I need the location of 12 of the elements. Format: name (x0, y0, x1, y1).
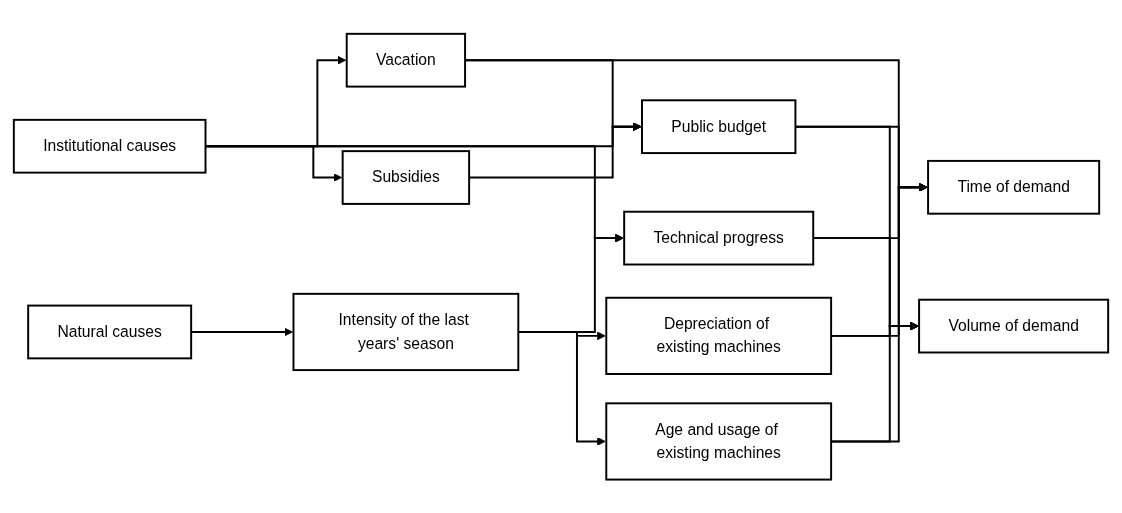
node-box: Age and usage of existing machines (605, 402, 833, 481)
node-box: Vacation (345, 32, 467, 88)
node-box: Technical progress (623, 210, 815, 266)
node-box: Time of demand (927, 159, 1101, 215)
arrow (517, 330, 606, 446)
node-box: Intensity of the last years' season (292, 292, 520, 371)
node-box: Volume of demand (918, 298, 1110, 354)
node-box: Natural causes (27, 304, 193, 360)
node-box: Public budget (641, 99, 797, 154)
node-box: Institutional causes (12, 118, 207, 174)
node-box: Depreciation of existing machines (605, 296, 833, 375)
node-box: Subsidies (341, 149, 471, 205)
